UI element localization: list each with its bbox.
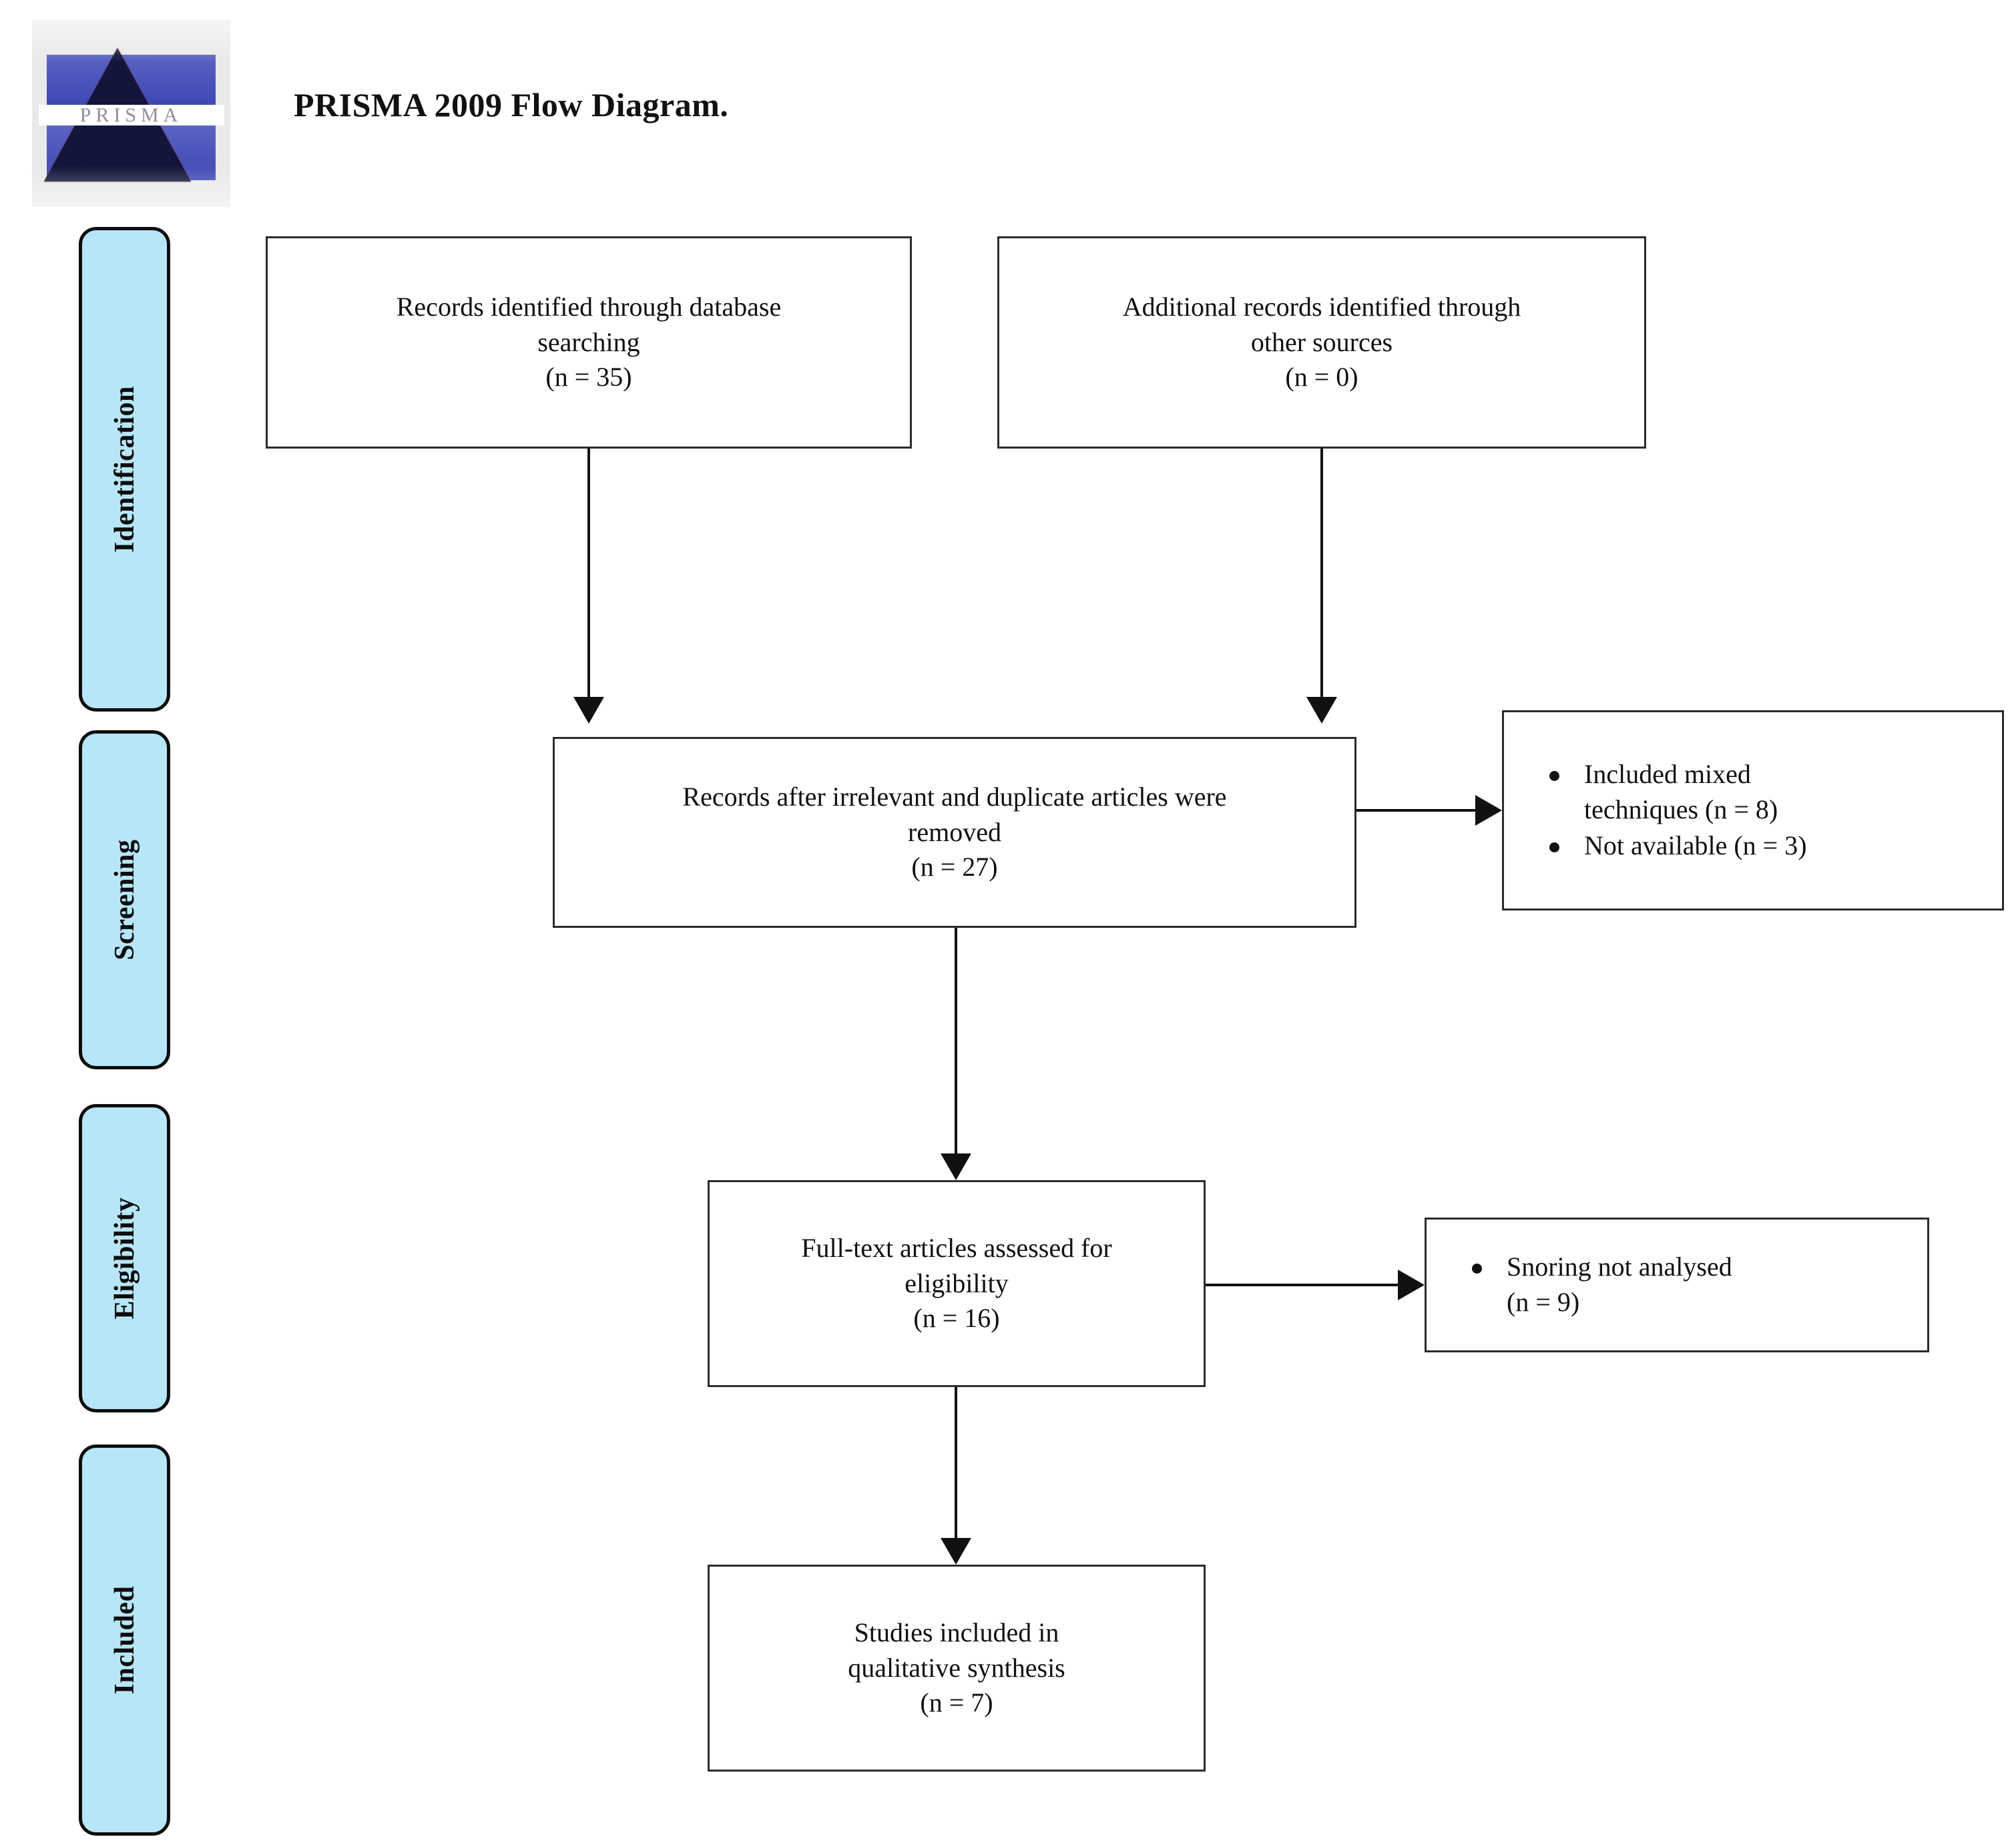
flow-box-line: Records identified through database: [396, 291, 782, 322]
exclusion-box-screening: Included mixed techniques (n = 8) Not av…: [1502, 710, 2004, 910]
list-item: Included mixed techniques (n = 8): [1549, 757, 2002, 828]
stage-label-text: Identification: [109, 386, 140, 553]
flow-box-count: (n = 7): [920, 1687, 993, 1718]
exclusion-box-eligibility: Snoring not analysed (n = 9): [1425, 1218, 1929, 1352]
stage-label-text: Included: [109, 1585, 140, 1695]
prisma-logo: PRISMA: [32, 20, 230, 207]
flow-box-records-after-duplicates: Records after irrelevant and duplicate a…: [553, 737, 1356, 928]
flow-box-line: Records after irrelevant and duplicate a…: [682, 781, 1227, 812]
flow-box-database-search: Records identified through database sear…: [266, 236, 912, 449]
page-title: PRISMA 2009 Flow Diagram.: [294, 86, 729, 123]
list-item: Snoring not analysed (n = 9): [1472, 1250, 1927, 1320]
flow-box-other-sources: Additional records identified through ot…: [997, 236, 1646, 449]
flow-box-line: Studies included in: [854, 1617, 1059, 1647]
bullet-icon: [1472, 1264, 1482, 1274]
connector-fulltext-to-included: [955, 1387, 957, 1538]
connector-dedupe-to-exclusion: [1356, 809, 1475, 812]
flow-box-full-text-assessed: Full-text articles assessed for eligibil…: [708, 1180, 1206, 1387]
arrow-down-icon: [1306, 697, 1337, 724]
connector-other-sources-to-dedupe: [1320, 449, 1323, 697]
flow-box-count: (n = 0): [1285, 362, 1358, 392]
stage-label-text: Eligibility: [109, 1197, 140, 1320]
flow-box-line: Additional records identified through: [1122, 291, 1521, 322]
stage-label-identification: Identification: [79, 227, 170, 712]
flow-box-line: removed: [908, 816, 1001, 847]
connector-fulltext-to-exclusion: [1206, 1284, 1398, 1286]
list-item-line: (n = 9): [1507, 1287, 1580, 1317]
stage-label-screening: Screening: [79, 730, 170, 1069]
flow-box-count: (n = 27): [911, 852, 998, 882]
arrow-down-icon: [941, 1153, 971, 1180]
logo-wordmark: PRISMA: [79, 104, 183, 126]
bullet-icon: [1549, 770, 1559, 781]
flow-box-line: other sources: [1250, 326, 1393, 357]
connector-db-search-to-dedupe: [587, 449, 590, 697]
connector-dedupe-to-fulltext: [955, 928, 957, 1153]
list-item-line: techniques (n = 8): [1584, 794, 1778, 824]
arrow-down-icon: [573, 697, 604, 724]
flow-box-studies-included: Studies included in qualitative synthesi…: [708, 1565, 1206, 1772]
list-item: Not available (n = 3): [1549, 828, 2002, 864]
stage-label-eligibility: Eligibility: [79, 1104, 170, 1412]
exclusion-list: Snoring not analysed (n = 9): [1427, 1248, 1927, 1322]
exclusion-list: Included mixed techniques (n = 8) Not av…: [1504, 756, 2002, 865]
flow-box-count: (n = 35): [545, 362, 632, 392]
flow-box-line: eligibility: [905, 1268, 1009, 1298]
list-item-line: Included mixed: [1584, 758, 1751, 789]
list-item-line: Snoring not analysed: [1507, 1252, 1732, 1282]
stage-label-text: Screening: [109, 839, 140, 961]
arrow-right-icon: [1475, 795, 1502, 826]
list-item-line: Not available (n = 3): [1584, 830, 1807, 861]
bullet-icon: [1549, 842, 1559, 853]
flow-box-count: (n = 16): [913, 1303, 1000, 1334]
flow-box-line: searching: [537, 326, 640, 357]
arrow-right-icon: [1398, 1270, 1425, 1300]
flow-box-line: Full-text articles assessed for: [801, 1232, 1112, 1263]
flow-box-line: qualitative synthesis: [848, 1652, 1065, 1683]
arrow-down-icon: [941, 1538, 971, 1565]
stage-label-included: Included: [79, 1444, 170, 1836]
